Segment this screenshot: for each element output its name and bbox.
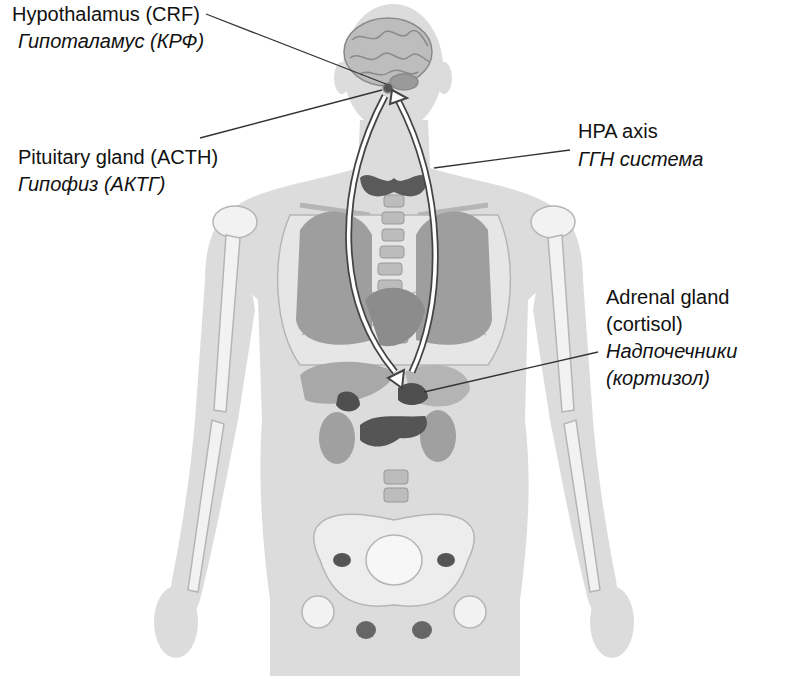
brain xyxy=(344,18,432,93)
organs-part xyxy=(336,392,360,412)
body-silhouette xyxy=(154,4,634,676)
hpa-arrows-part xyxy=(390,90,407,104)
leader-lines-part xyxy=(424,352,598,392)
body-silhouette-part xyxy=(436,62,452,94)
spine-part xyxy=(384,470,408,484)
skeleton xyxy=(188,205,600,628)
brain-part xyxy=(344,18,432,86)
skeleton-part xyxy=(214,235,240,412)
body-silhouette-part xyxy=(533,205,623,640)
leader-lines xyxy=(200,14,598,392)
organs-part xyxy=(333,553,351,567)
skeleton-part xyxy=(213,206,257,238)
hpa-arrows-part xyxy=(349,96,395,372)
body-silhouette-part xyxy=(590,586,634,658)
skeleton-part xyxy=(548,235,574,412)
spine-part xyxy=(378,263,402,275)
organs-part xyxy=(412,621,432,639)
brain-part xyxy=(390,74,418,90)
structure-label-ru: Гипофиз (АКТГ) xyxy=(18,171,278,198)
body-silhouette-part xyxy=(165,205,255,640)
spine-part xyxy=(382,212,404,224)
organs-part xyxy=(319,412,355,464)
hpa-arrows-part xyxy=(398,100,435,372)
skeleton-part xyxy=(366,535,422,585)
brain-part xyxy=(352,31,428,46)
organs-part xyxy=(296,211,372,344)
spine-part xyxy=(380,246,404,258)
skeleton-part xyxy=(188,420,224,592)
hpa-arrows xyxy=(349,90,436,388)
structure-label-ru: Надпочечники (кортизол) xyxy=(606,338,774,392)
spine-part xyxy=(384,488,408,502)
skeleton-part xyxy=(314,514,474,606)
leader-lines-part xyxy=(206,14,386,84)
hpa-arrows-part xyxy=(349,96,395,372)
organs-part xyxy=(360,175,428,196)
spine-part xyxy=(382,229,404,241)
organs-part xyxy=(360,416,427,447)
body-silhouette-part xyxy=(220,120,569,676)
skeleton-part xyxy=(454,596,486,628)
skeleton-part xyxy=(302,596,334,628)
skeleton-part xyxy=(564,420,600,592)
hpa-arrows-part xyxy=(388,370,404,388)
spine xyxy=(378,195,408,502)
structure-label: Hypothalamus (CRF) xyxy=(12,1,272,28)
structure-label: Pituitary gland (ACTH) xyxy=(18,144,278,171)
structure-label-ru: Гипоталамус (КРФ) xyxy=(18,28,278,55)
organs-part xyxy=(437,553,455,567)
organs xyxy=(296,175,492,639)
organs-part xyxy=(356,621,376,639)
axis-label-ru: ГГН система xyxy=(578,146,778,173)
structure-label: Adrenal gland (cortisol) xyxy=(606,284,774,338)
axis-label: HPA axis xyxy=(578,118,778,145)
hpa-arrows-part xyxy=(398,100,435,372)
spine-part xyxy=(384,195,404,207)
skeleton-part xyxy=(531,206,575,238)
leader-lines-part xyxy=(434,150,570,168)
body-silhouette-part xyxy=(343,4,443,132)
leader-lines-part xyxy=(200,90,382,138)
brain-part xyxy=(350,53,430,62)
body-silhouette-part xyxy=(154,586,198,658)
